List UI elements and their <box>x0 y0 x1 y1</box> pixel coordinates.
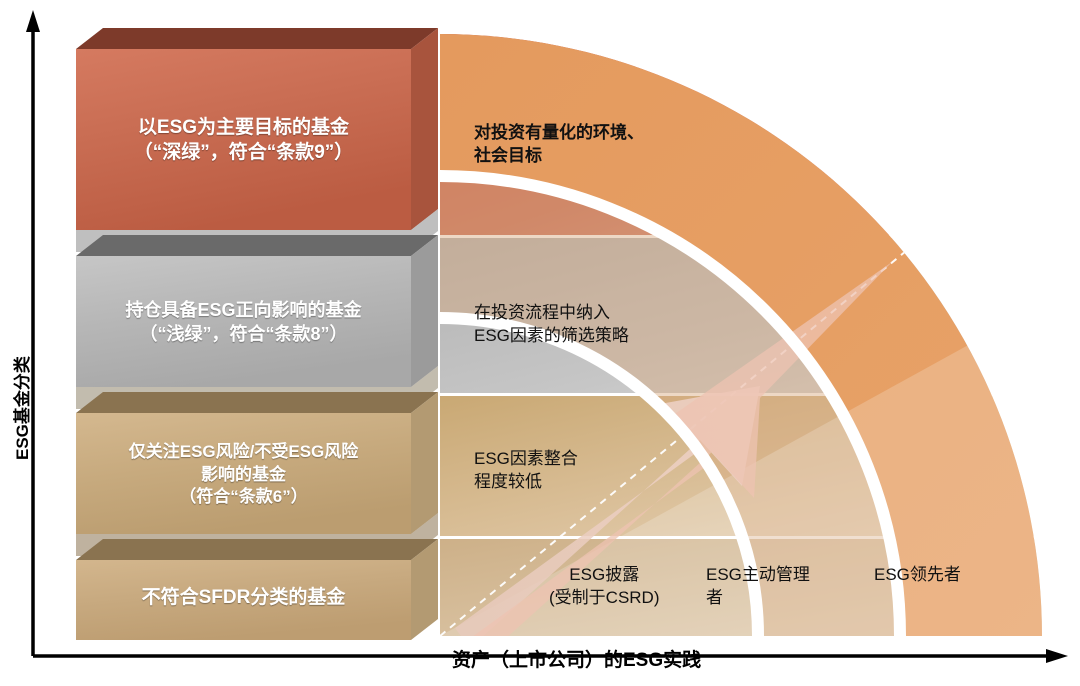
bar-article-6-top <box>76 392 438 413</box>
bar-non-sfdr <box>76 539 438 640</box>
bar-light-green-line2: （“浅绿”，符合“条款8”） <box>139 324 348 344</box>
bar-article-6-line1: 仅关注ESG风险/不受ESG风险 <box>128 442 359 462</box>
arc-label-disclosure: ESG披露 (受制于CSRD) <box>549 565 660 607</box>
bar-article-6-line3: （符合“条款6”） <box>179 487 308 507</box>
bar-light-green-face <box>76 256 411 387</box>
bar-deep-green-label: 以ESG为主要目标的基金 （“深绿”，符合“条款9”） <box>76 95 411 185</box>
x-axis-label: 资产（上市公司）的ESG实践 <box>452 650 702 671</box>
bar-deep-green-face <box>76 49 411 230</box>
arc-label-screening: 在投资流程中纳入 ESG因素的筛选策略 <box>474 303 629 345</box>
bar-light-green-top <box>76 235 438 256</box>
arc-label-low-integration: ESG因素整合 程度较低 <box>474 449 578 491</box>
bar-deep-green-top <box>76 28 438 49</box>
growth-arrow-shaft-icon <box>468 262 892 636</box>
bar-deep-green-side <box>411 28 438 230</box>
bar-non-sfdr-label: 不符合SFDR分类的基金 <box>76 575 411 621</box>
bar-non-sfdr-top <box>76 539 438 560</box>
bar-light-green-label: 持仓具备ESG正向影响的基金 （“浅绿”，符合“条款8”） <box>68 283 419 363</box>
bar-article-6-side <box>411 392 438 534</box>
bar-article-6-face <box>76 413 411 534</box>
arc-label-leader: ESG领先者 <box>874 565 961 584</box>
arc-label-active-manager: ESG主动管理 者 <box>706 565 810 607</box>
bar-light-green-side <box>411 235 438 387</box>
y-axis-label: ESG基金分类 <box>13 356 32 460</box>
bar-article-6-label: 仅关注ESG风险/不受ESG风险 影响的基金 （符合“条款6”） <box>70 430 417 520</box>
fan-ring-leader <box>440 34 1042 636</box>
bar-deep-green-line1: 以ESG为主要目标的基金 <box>137 116 350 138</box>
bar-light-green-line1: 持仓具备ESG正向影响的基金 <box>125 300 362 321</box>
bar-article-6-line2: 影响的基金 <box>201 464 286 484</box>
bar-non-sfdr-side <box>411 539 438 640</box>
bar-non-sfdr-line1: 不符合SFDR分类的基金 <box>141 587 346 609</box>
bar-deep-green-line2: （“深绿”，符合“条款9”） <box>133 142 354 163</box>
fan-ring-separators <box>439 170 906 637</box>
arrow-right-icon <box>1046 649 1068 663</box>
bar-non-sfdr-face <box>76 560 411 640</box>
arrow-up-icon <box>26 10 40 32</box>
arc-label-quantified-goals: 对投资有量化的环境、 社会目标 <box>474 123 644 165</box>
axes <box>26 10 1068 663</box>
growth-arrow-icon <box>455 386 760 636</box>
